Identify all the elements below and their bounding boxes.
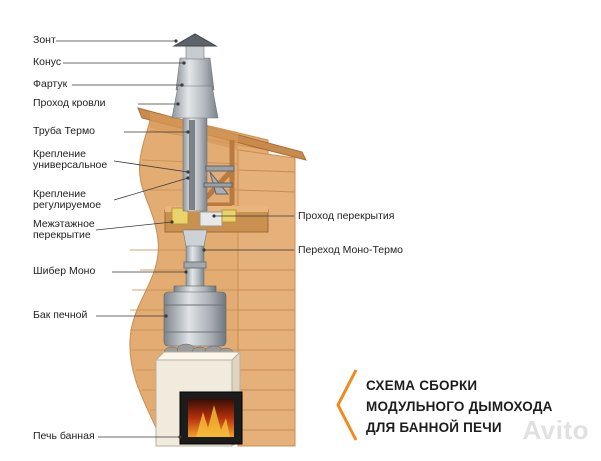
accent-chevron	[336, 369, 358, 441]
label-cone: Конус	[33, 56, 62, 68]
label-umbrella: Зонт	[33, 34, 56, 46]
label-thermo-pipe: Труба Термо	[33, 125, 96, 137]
label-ceiling-pass: Проход перекрытия	[298, 210, 395, 222]
title-line-1: СХЕМА СБОРКИ	[366, 378, 478, 393]
label-floor-ceiling: Межэтажное перекрытие	[33, 218, 95, 241]
label-tank: Бак печной	[33, 309, 88, 321]
apron	[171, 85, 219, 119]
title-line-3: ДЛЯ БАННОЙ ПЕЧИ	[366, 420, 502, 435]
label-stove: Печь банная	[33, 430, 95, 442]
diagram-title: СХЕМА СБОРКИ МОДУЛЬНОГО ДЫМОХОДА ДЛЯ БАН…	[366, 375, 553, 438]
umbrella-cap	[172, 33, 218, 47]
title-line-2: МОДУЛЬНОГО ДЫМОХОДА	[366, 399, 553, 414]
label-roof-pass: Проход кровли	[33, 97, 106, 109]
leader-lines	[56, 40, 294, 438]
label-damper: Шибер Моно	[33, 265, 96, 277]
side-wall	[237, 149, 296, 447]
label-apron: Фартук	[33, 78, 68, 90]
leader-dots	[164, 39, 216, 439]
water-tank	[163, 291, 227, 347]
label-adapter: Переход Моно-Термо	[298, 244, 404, 256]
label-universal-mount: Крепление универсальное	[33, 148, 108, 171]
label-adjustable-mount: Крепление регулируемое	[33, 188, 102, 211]
watermark: Avito	[522, 415, 589, 445]
